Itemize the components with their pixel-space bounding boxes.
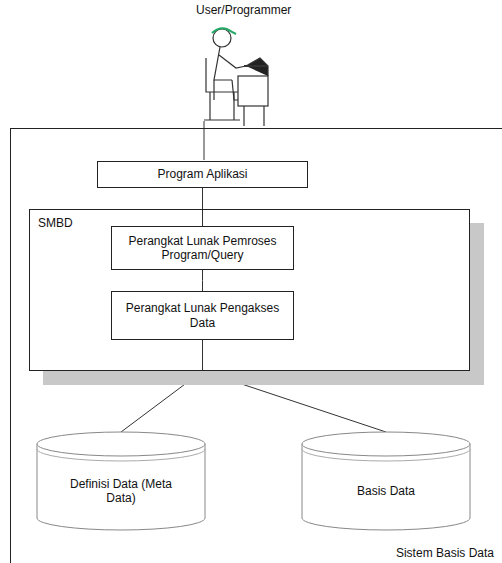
user-at-computer — [204, 28, 268, 126]
connector-line — [202, 270, 203, 291]
node-text: Basis Data — [357, 484, 415, 498]
storage-cylinder: Basis Data — [301, 431, 471, 531]
dbms-group: SMBD Perangkat Lunak Pemroses Program/Que… — [29, 209, 470, 371]
actor-label: User/Programmer — [196, 3, 291, 17]
node-text: Perangkat Lunak Pemroses Program/Query — [120, 234, 285, 263]
node-text: Definisi Data (Meta Data) — [66, 477, 176, 506]
connector-line — [121, 340, 203, 432]
node-text: Program Aplikasi — [157, 167, 247, 181]
connector-line — [203, 340, 387, 432]
user-link — [204, 121, 205, 160]
system-caption: Sistem Basis Data — [396, 546, 494, 560]
process-box: Program Aplikasi — [97, 161, 308, 188]
process-box: Perangkat Lunak Pengakses Data — [111, 291, 294, 340]
node-text: Perangkat Lunak Pengakses Data — [120, 301, 285, 330]
process-box: Perangkat Lunak Pemroses Program/Query — [111, 226, 294, 270]
group-title: SMBD — [38, 216, 73, 230]
connector-line — [202, 188, 203, 226]
cylinder-outline — [301, 431, 471, 531]
storage-cylinder: Definisi Data (Meta Data) — [36, 431, 206, 531]
system-frame: Sistem Basis Data Program AplikasiSMBD Per… — [10, 128, 502, 563]
